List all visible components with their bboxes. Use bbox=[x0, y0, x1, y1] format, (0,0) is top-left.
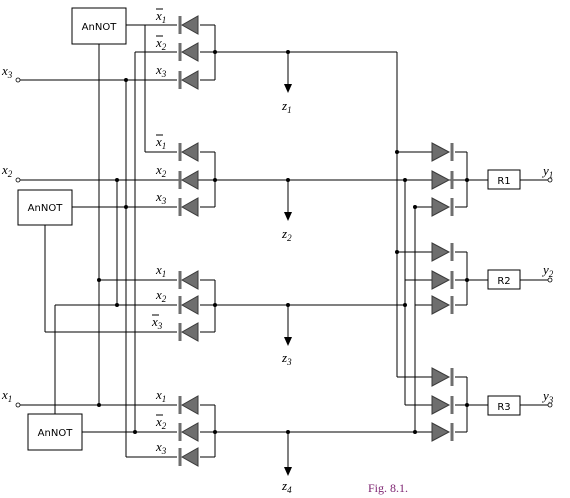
junction-dots bbox=[97, 50, 469, 434]
diodes-right bbox=[431, 142, 454, 442]
resistor-r3: R3 bbox=[487, 395, 521, 416]
r2-label: R2 bbox=[497, 276, 510, 287]
arrow-down-icon bbox=[284, 467, 292, 476]
diode bbox=[431, 395, 454, 415]
input-x1-label: x1 bbox=[1, 387, 12, 404]
annot-bottom-block: AnNOT bbox=[27, 413, 83, 451]
y2-label: y2 bbox=[541, 262, 554, 279]
diode-label: x2 bbox=[155, 35, 167, 52]
annot-bottom-label: AnNOT bbox=[38, 428, 74, 439]
z4-label: z4 bbox=[281, 478, 292, 495]
diode-labels: x1 x2 x3 x1 x2 x3 x1 x2 x3 x1 x2 x3 bbox=[151, 8, 167, 456]
diodes-left bbox=[178, 15, 199, 467]
diode bbox=[431, 170, 454, 190]
arrow-down-icon bbox=[284, 84, 292, 93]
annot-mid-label: AnNOT bbox=[28, 203, 64, 214]
diode-label: x1 bbox=[155, 8, 166, 25]
input-labels: x3 x2 x1 bbox=[1, 63, 13, 404]
diode bbox=[178, 395, 199, 415]
diode bbox=[178, 447, 199, 467]
diode bbox=[431, 270, 454, 290]
diode bbox=[178, 42, 199, 62]
diode-label: x1 bbox=[155, 387, 166, 404]
diode-label: x1 bbox=[155, 262, 166, 279]
diode-label: x2 bbox=[155, 162, 167, 179]
arrow-down-icon bbox=[284, 212, 292, 221]
y3-label: y3 bbox=[541, 388, 554, 405]
z2-label: z2 bbox=[281, 226, 292, 243]
diode bbox=[178, 70, 199, 90]
diode bbox=[178, 15, 199, 35]
resistor-r1: R1 bbox=[487, 169, 521, 190]
annot-top-block: AnNOT bbox=[71, 7, 127, 45]
diode bbox=[431, 422, 454, 442]
diode-label: x2 bbox=[155, 287, 167, 304]
diode bbox=[178, 422, 199, 442]
r3-label: R3 bbox=[497, 402, 510, 413]
resistor-r2: R2 bbox=[487, 269, 521, 290]
r1-label: R1 bbox=[497, 176, 510, 187]
z-arrows bbox=[284, 84, 292, 476]
diode bbox=[178, 270, 199, 290]
diode-label: x3 bbox=[155, 62, 167, 79]
diode bbox=[431, 295, 454, 315]
z3-label: z3 bbox=[281, 350, 292, 367]
input-x3-label: x3 bbox=[1, 63, 13, 80]
arrow-down-icon bbox=[284, 337, 292, 346]
diode-label: x3 bbox=[155, 189, 167, 206]
diode bbox=[431, 197, 454, 217]
input-x2-label: x2 bbox=[1, 162, 13, 179]
wires bbox=[18, 24, 550, 468]
diode-label: x1 bbox=[155, 134, 166, 151]
diode-label: x2 bbox=[155, 414, 167, 431]
diode bbox=[178, 170, 199, 190]
annot-mid-block: AnNOT bbox=[17, 189, 73, 226]
z-labels: z1 z2 z3 z4 bbox=[281, 98, 292, 495]
z1-label: z1 bbox=[281, 98, 292, 115]
diode bbox=[431, 367, 454, 387]
figure-caption: Fig. 8.1. bbox=[368, 481, 408, 495]
diode bbox=[178, 322, 199, 342]
y1-label: y1 bbox=[541, 163, 553, 180]
diode bbox=[178, 142, 199, 162]
y-labels: y1 y2 y3 bbox=[541, 163, 554, 405]
diode bbox=[178, 197, 199, 217]
terminal-pins bbox=[15, 77, 553, 408]
diode bbox=[178, 295, 199, 315]
diode-label: x3 bbox=[151, 314, 163, 331]
diode bbox=[431, 242, 454, 262]
diode-label: x3 bbox=[155, 439, 167, 456]
annot-top-label: AnNOT bbox=[82, 22, 118, 33]
diode bbox=[431, 142, 454, 162]
